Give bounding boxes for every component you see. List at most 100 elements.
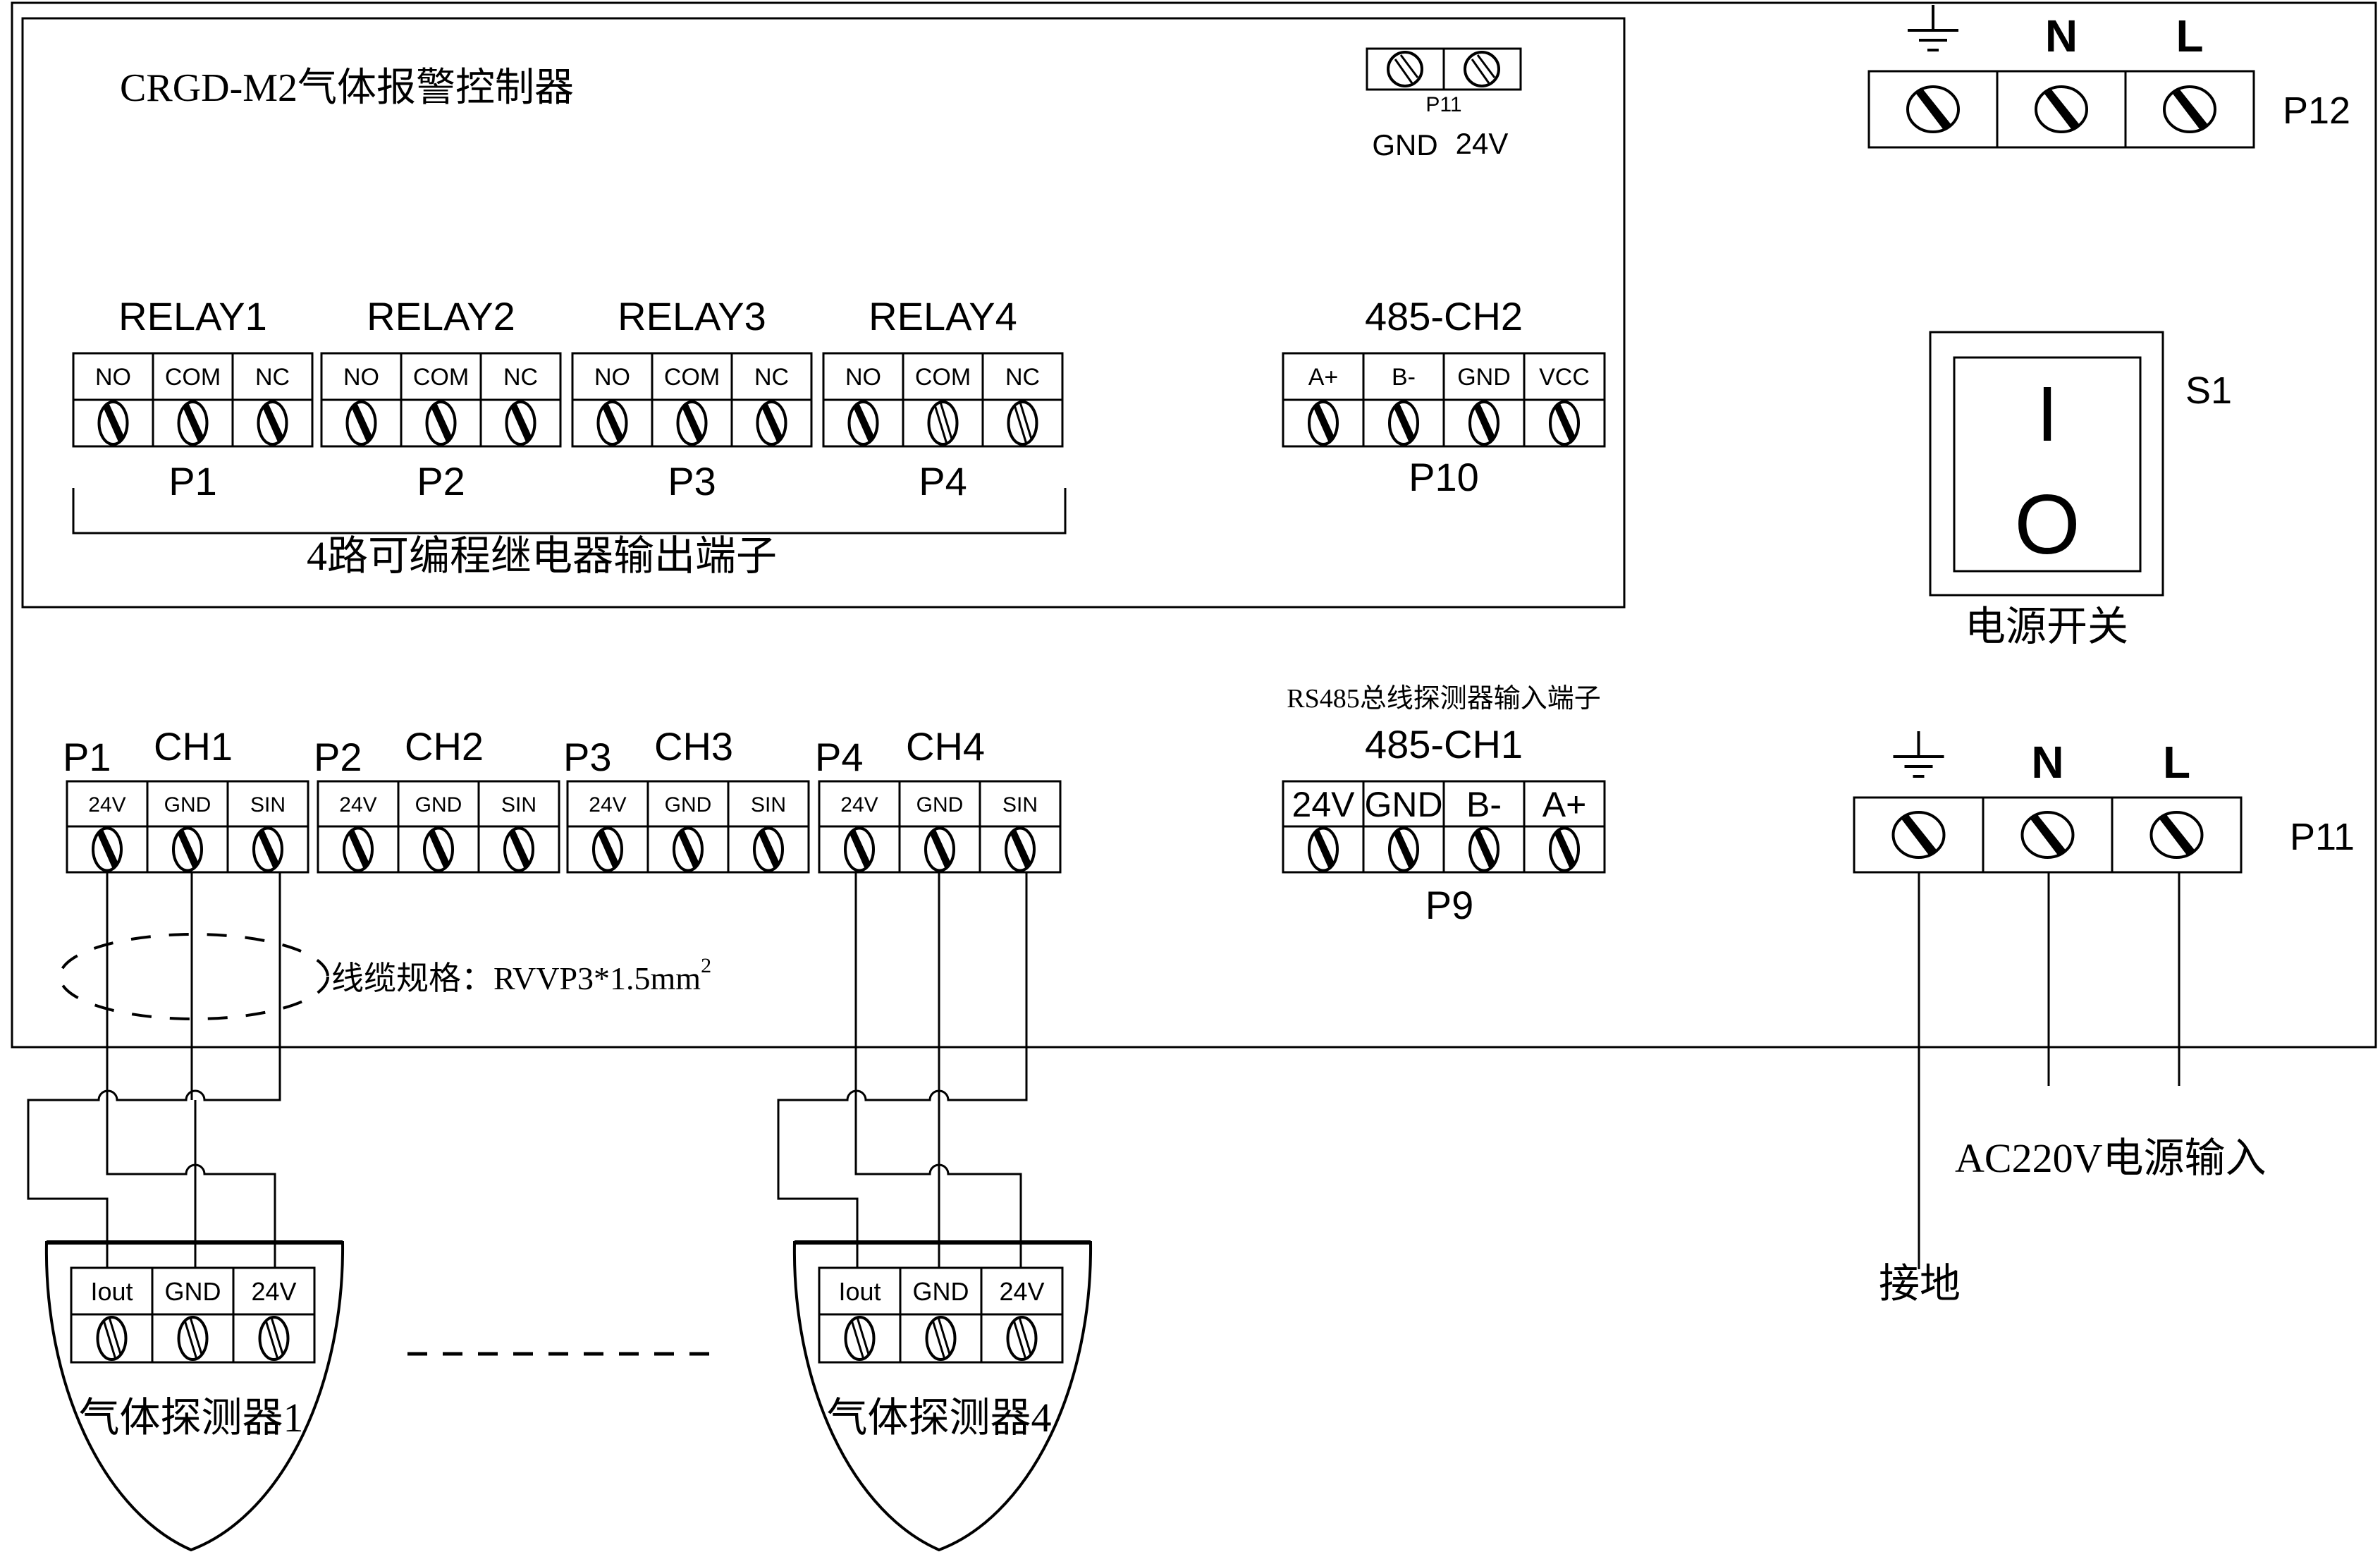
pin-label: B- [1392, 364, 1416, 391]
screw-terminal-icon[interactable] [2163, 85, 2216, 133]
screw-icon[interactable] [1387, 51, 1423, 87]
rs485-ch1-port: P9 [1425, 883, 1474, 927]
pin-label: GND [165, 1277, 221, 1306]
pin-label: GND [1364, 785, 1442, 824]
screw-terminal-icon[interactable] [96, 1316, 128, 1361]
channel-port: P4 [815, 735, 864, 779]
rs485-ch2-name: 485-CH2 [1365, 294, 1523, 338]
screw-terminal-icon[interactable] [345, 401, 377, 446]
pin-label: COM [915, 364, 971, 391]
pin-label: Iout [838, 1277, 881, 1306]
screw-terminal-icon[interactable] [1468, 401, 1499, 446]
p11-pin-gnd: GND [1372, 128, 1437, 161]
screw-terminal-icon[interactable] [257, 401, 288, 446]
channel-port: P2 [314, 735, 362, 779]
pin-label: 24V [999, 1277, 1044, 1306]
detector-name: 气体探测器1 [78, 1395, 303, 1441]
ac-input-label: AC220V电源输入 [1955, 1135, 2266, 1181]
pin-label: NO [95, 364, 131, 391]
screw-terminal-icon[interactable] [924, 826, 955, 872]
screw-terminal-icon[interactable] [847, 401, 879, 446]
relay-name: RELAY3 [618, 294, 766, 338]
screw-terminal-icon[interactable] [258, 1316, 290, 1361]
screw-terminal-icon[interactable] [1549, 826, 1580, 872]
screw-terminal-icon[interactable] [172, 826, 203, 872]
pin-label: VCC [1539, 364, 1590, 391]
pin-label: 24V [339, 793, 376, 817]
switch-caption: 电源开关 [1965, 604, 2128, 649]
cable-spec-label: 线缆规格：RVVP3*1.5mm2 [331, 954, 711, 996]
pin-label: B- [1466, 785, 1502, 824]
pin-label: 24V [840, 793, 878, 817]
p11-small-label: P11 [1425, 93, 1461, 116]
relay-port-label: P4 [919, 459, 967, 503]
screw-terminal-icon[interactable] [425, 401, 457, 446]
screw-terminal-icon[interactable] [505, 401, 536, 446]
power-pin-label: L [2163, 737, 2190, 788]
screw-terminal-icon[interactable] [596, 401, 628, 446]
screw-terminal-icon[interactable] [673, 826, 704, 872]
screw-terminal-icon[interactable] [1891, 811, 1946, 859]
screw-terminal-icon[interactable] [1468, 826, 1499, 872]
screw-terminal-icon[interactable] [1388, 401, 1419, 446]
power-block-label: P12 [2283, 90, 2350, 132]
ground-icon [1906, 4, 1960, 51]
relay-port-label: P3 [668, 459, 716, 503]
screw-terminal-icon[interactable] [503, 826, 534, 872]
screw-terminal-icon[interactable] [92, 826, 123, 872]
screw-terminal-icon[interactable] [756, 401, 787, 446]
screw-terminal-icon[interactable] [423, 826, 454, 872]
screw-terminal-icon[interactable] [676, 401, 708, 446]
p11-pin-24v: 24V [1456, 127, 1509, 160]
screw-terminal-icon[interactable] [1906, 85, 1960, 133]
switch-label: S1 [2185, 369, 2232, 412]
screw-terminal-icon[interactable] [1006, 1316, 1038, 1361]
pin-label: Iout [90, 1277, 133, 1306]
screw-terminal-icon[interactable] [927, 401, 959, 446]
screw-terminal-icon[interactable] [2035, 85, 2088, 133]
screw-terminal-icon[interactable] [1007, 401, 1038, 446]
screw-terminal-icon[interactable] [1308, 826, 1339, 872]
pin-label: NC [754, 364, 789, 391]
screw-terminal-icon[interactable] [177, 1316, 209, 1361]
pin-label: NC [255, 364, 290, 391]
screw-terminal-icon[interactable] [177, 401, 209, 446]
pin-label: SIN [751, 793, 786, 817]
relay-name: RELAY4 [869, 294, 1017, 338]
screw-terminal-icon[interactable] [1388, 826, 1419, 872]
screw-terminal-icon[interactable] [753, 826, 784, 872]
pin-label: NO [343, 364, 379, 391]
screw-icon[interactable] [1464, 51, 1500, 87]
screw-terminal-icon[interactable] [1308, 401, 1339, 446]
screw-terminal-icon[interactable] [1005, 826, 1036, 872]
screw-terminal-icon[interactable] [592, 826, 623, 872]
switch-off-mark: O [2014, 477, 2080, 572]
power-pin-label: N [2045, 11, 2078, 61]
pin-label: NC [1005, 364, 1040, 391]
power-pin-label: N [2031, 737, 2063, 788]
pin-label: NO [594, 364, 630, 391]
screw-terminal-icon[interactable] [1549, 401, 1580, 446]
screw-terminal-icon[interactable] [844, 826, 875, 872]
controller-module-box [21, 17, 1626, 609]
screw-terminal-icon[interactable] [97, 401, 129, 446]
screw-terminal-icon[interactable] [844, 1316, 876, 1361]
screw-terminal-icon[interactable] [2149, 811, 2204, 859]
screw-terminal-icon[interactable] [925, 1316, 957, 1361]
relay-name: RELAY2 [367, 294, 515, 338]
screw-terminal-icon[interactable] [2020, 811, 2075, 859]
controller-enclosure [11, 1, 2377, 1049]
pin-label: GND [164, 793, 211, 817]
screw-terminal-icon[interactable] [252, 826, 283, 872]
power-switch-s1[interactable]: I O [1929, 331, 2164, 597]
screw-terminal-icon[interactable] [343, 826, 374, 872]
controller-title: CRGD-M2气体报警控制器 [120, 66, 574, 110]
